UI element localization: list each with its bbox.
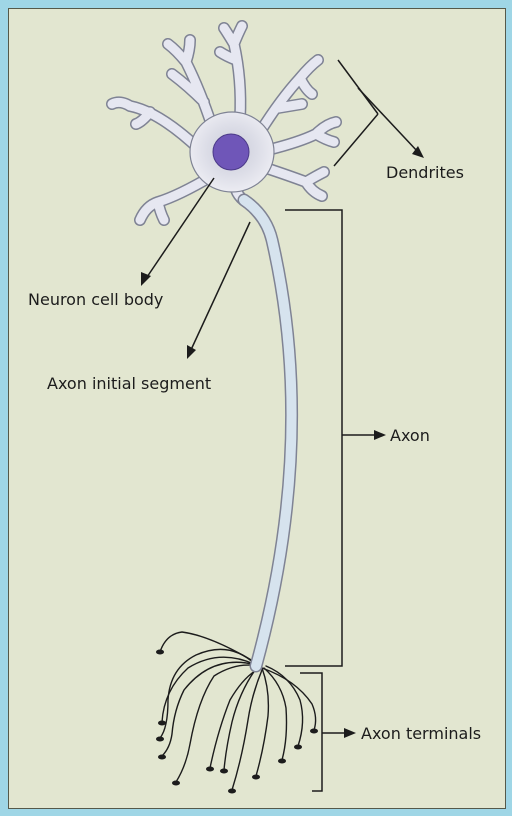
label-cell-body: Neuron cell body — [28, 290, 163, 309]
label-axon-terminals: Axon terminals — [361, 724, 481, 743]
nucleus — [213, 134, 249, 170]
label-dendrites: Dendrites — [386, 163, 464, 182]
dendrites-bracket — [334, 60, 424, 166]
terminals-bracket — [300, 673, 356, 791]
label-axon: Axon — [390, 426, 430, 445]
axon-bracket — [285, 210, 386, 666]
axon-terminals-group — [160, 632, 316, 790]
initial-segment-pointer — [187, 222, 250, 359]
label-initial-segment: Axon initial segment — [47, 374, 211, 393]
